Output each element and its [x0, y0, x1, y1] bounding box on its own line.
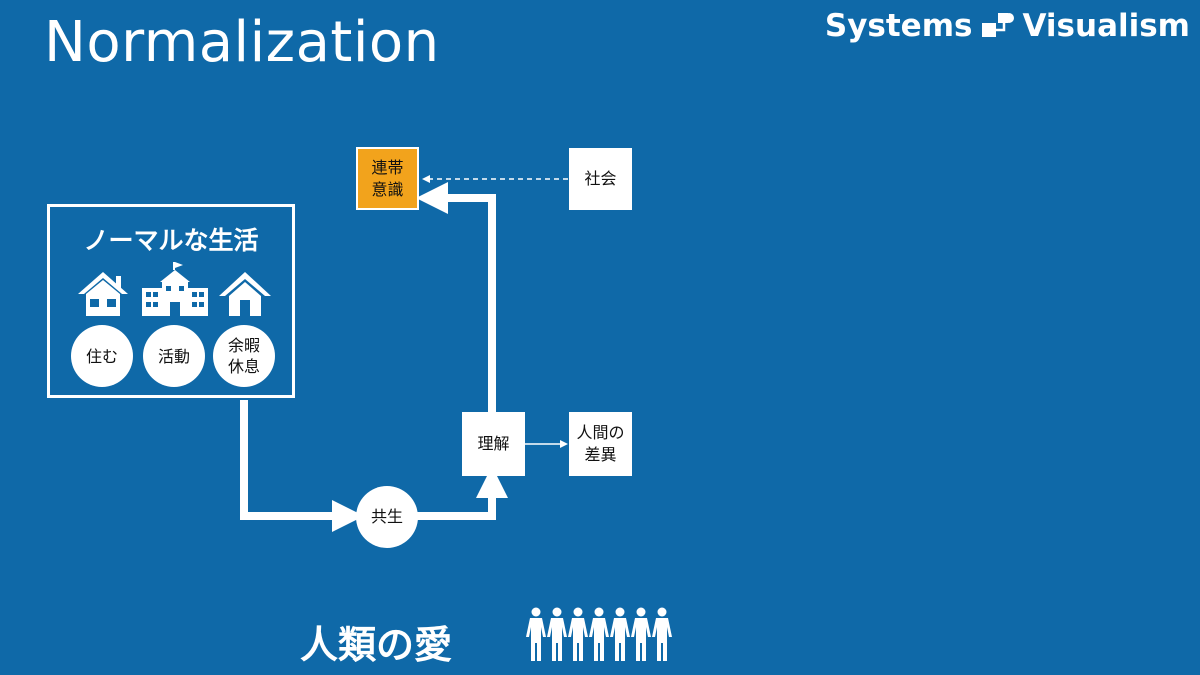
- activity-label: 活動: [157, 346, 190, 366]
- normal-life-box: ノーマルな生活: [47, 204, 295, 398]
- activity-circle: 活動: [143, 325, 205, 387]
- house-icon: [78, 272, 128, 316]
- arrow-understanding-to-solidarity: [416, 182, 496, 412]
- society-node: 社会: [569, 148, 632, 210]
- solidarity-label-line2: 意識: [371, 179, 404, 199]
- solidarity-node: 連帯 意識: [356, 147, 419, 210]
- solidarity-label-line1: 連帯: [371, 157, 404, 177]
- society-label: 社会: [584, 169, 617, 188]
- coexistence-label: 共生: [370, 507, 403, 526]
- leisure-label: 余暇: [227, 336, 260, 355]
- brand-logo: Systems Visualism: [825, 8, 1190, 44]
- brand-text-left: Systems: [824, 8, 973, 44]
- people-group-icon: [526, 607, 672, 661]
- living-circle: 住む: [71, 325, 133, 387]
- school-building-icon: [142, 262, 208, 316]
- rest-label: 休息: [227, 357, 260, 376]
- love-of-humanity-text: 人類の愛: [300, 623, 453, 667]
- house-icon: [219, 272, 271, 316]
- understanding-label: 理解: [477, 434, 510, 453]
- normal-life-title: ノーマルな生活: [83, 226, 259, 255]
- slide-title: Normalization: [44, 10, 440, 75]
- human-difference-line1: 人間の: [576, 423, 625, 442]
- coexistence-node: 共生: [356, 486, 418, 548]
- arrow-coexistence-to-understanding: [416, 466, 508, 520]
- human-difference-line2: 差異: [584, 445, 617, 464]
- human-difference-node: 人間の 差異: [569, 412, 632, 476]
- living-label: 住む: [85, 346, 118, 366]
- leisure-rest-circle: 余暇 休息: [213, 325, 275, 387]
- systems-visualism-logo-icon: [982, 13, 1015, 37]
- understanding-node: 理解: [462, 412, 525, 476]
- brand-text-right: Visualism: [1022, 8, 1190, 44]
- arrow-life-to-coexistence: [240, 400, 364, 532]
